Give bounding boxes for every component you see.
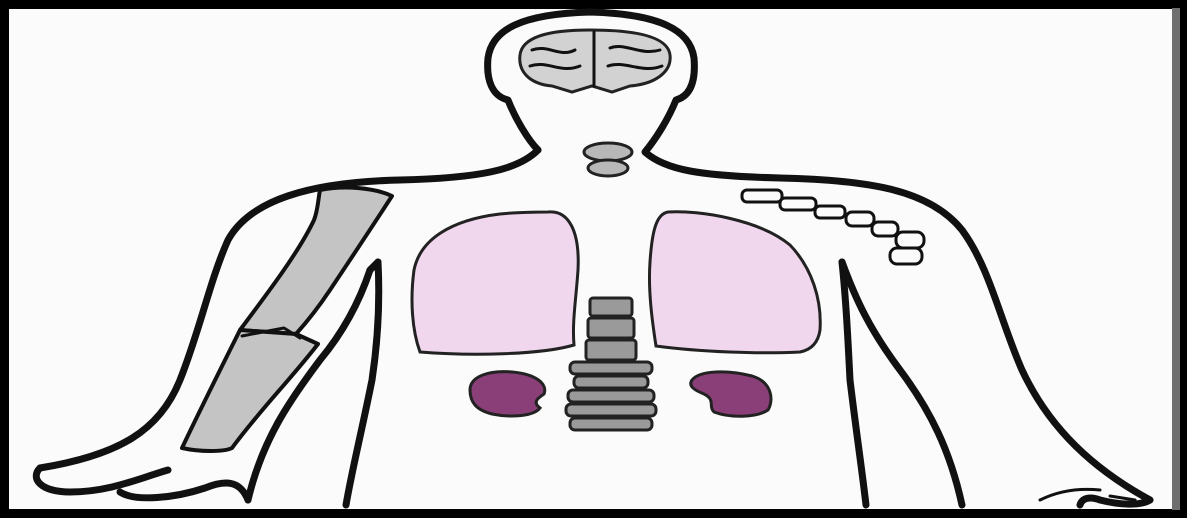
right-kidney — [691, 372, 771, 416]
left-hand-outline — [36, 468, 168, 492]
left-lung — [412, 212, 578, 354]
spine — [566, 298, 656, 430]
left-kidney — [470, 372, 545, 416]
thyroid — [584, 143, 632, 176]
brain — [520, 30, 670, 92]
left-hand-thumb — [120, 483, 248, 500]
right-hand-outline — [1080, 498, 1150, 505]
right-lung — [649, 212, 820, 353]
